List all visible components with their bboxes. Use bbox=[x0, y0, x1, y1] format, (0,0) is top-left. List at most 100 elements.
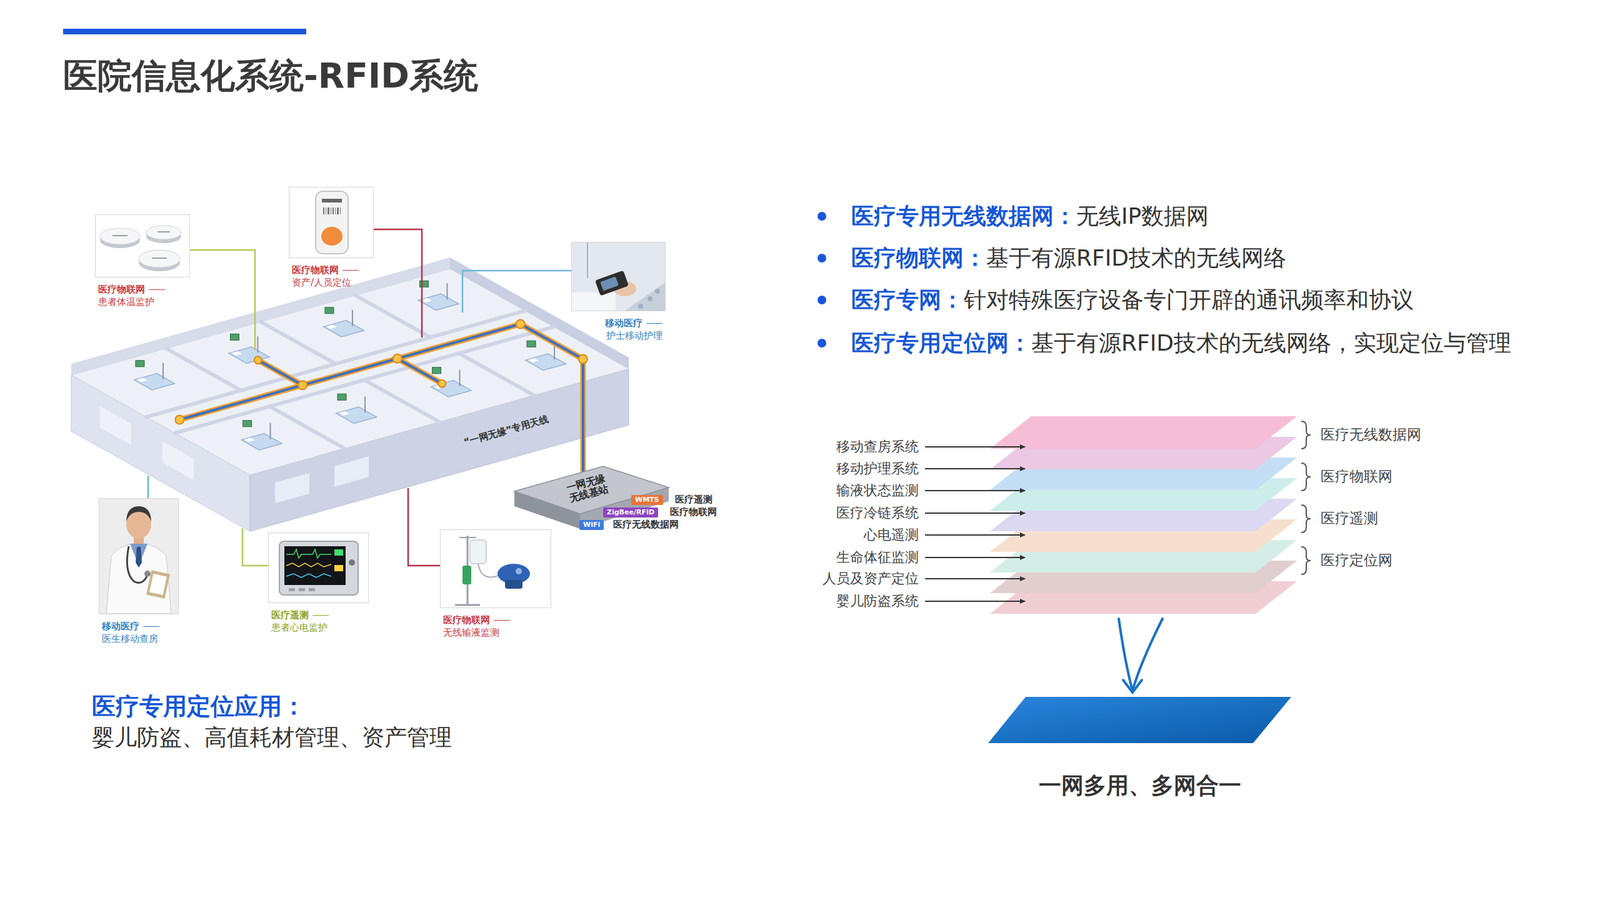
caption-line: 医生移动查房 bbox=[101, 632, 160, 645]
caption-line: 资产/人员定位 bbox=[291, 276, 359, 289]
caption-line: 移动医疗 bbox=[605, 316, 663, 330]
system-label: 医疗冷链系统 bbox=[836, 504, 919, 523]
band-label-holder: 医疗物联网 bbox=[668, 506, 719, 519]
section-heading: 医疗专用定位应用： bbox=[91, 691, 306, 722]
band-name: WMTS bbox=[635, 495, 660, 505]
system-label: 移动查房系统 bbox=[836, 438, 919, 457]
caption-line: 医疗物联网 bbox=[443, 613, 510, 627]
bullet-text-holder: 基于有源RFID技术的无线网络，实现定位与管理 bbox=[1031, 328, 1512, 359]
network-label-holder: 医疗定位网 bbox=[1320, 551, 1393, 570]
bullet-term-holder: 医疗物联网： bbox=[851, 243, 987, 274]
caption-heading: 医疗物联网 bbox=[443, 613, 490, 627]
bullet-text-holder: 基于有源RFID技术的无线网络 bbox=[986, 243, 1287, 274]
caption-line: 患者体温监护 bbox=[98, 295, 165, 309]
network-label-holder: 医疗无线数据网 bbox=[1320, 425, 1422, 445]
infusion-picture bbox=[455, 535, 530, 605]
thermometer-picture bbox=[100, 225, 182, 272]
network-layers bbox=[990, 416, 1297, 614]
network-label: 医疗定位网 bbox=[1320, 551, 1393, 570]
system-label: 心电遥测 bbox=[863, 526, 919, 545]
caption-body: 无线输液监测 bbox=[443, 626, 500, 639]
system-label-holder: 移动查房系统 bbox=[836, 438, 919, 457]
caption-dash bbox=[143, 626, 160, 627]
network-label-holder: 医疗物联网 bbox=[1320, 467, 1393, 487]
photo-frame: 移动医疗医生移动查房 bbox=[98, 498, 179, 615]
diagram-caption-holder: 一网多用、多网合一 bbox=[1038, 771, 1242, 801]
bullet-term: 医疗专用无线数据网： bbox=[851, 201, 1077, 232]
system-label: 生命体征监测 bbox=[836, 548, 919, 567]
system-label-holder: 移动护理系统 bbox=[836, 460, 919, 479]
bullet-term-holder: 医疗专网： bbox=[851, 285, 964, 315]
system-label: 人员及资产定位 bbox=[822, 570, 919, 589]
brackets bbox=[1301, 421, 1311, 575]
caption-line: 医疗物联网 bbox=[291, 263, 359, 277]
caption-dash bbox=[646, 323, 663, 324]
caption-dash bbox=[312, 615, 329, 616]
section-body: 婴儿防盗、高值耗材管理、资产管理 bbox=[91, 723, 452, 753]
caption-body: 护士移动护理 bbox=[606, 329, 663, 342]
bullet-text: 无线IP数据网 bbox=[1076, 201, 1209, 232]
antenna-label: “一网无缘”专用天线 bbox=[462, 413, 550, 449]
caption-heading: 医疗物联网 bbox=[98, 283, 145, 296]
bullet-term: 医疗物联网： bbox=[851, 243, 987, 274]
bullet-term-holder: 医疗专用无线数据网： bbox=[851, 201, 1077, 232]
layer-arrows bbox=[925, 446, 1025, 602]
antenna-label-holder: “一网无缘”专用天线 bbox=[462, 413, 550, 449]
bullet-text-holder: 无线IP数据网 bbox=[1076, 201, 1209, 232]
band-tag: WMTS bbox=[631, 495, 664, 505]
system-label: 输液状态监测 bbox=[836, 481, 919, 500]
caption-body: 资产/人员定位 bbox=[291, 276, 352, 289]
bullet-term: 医疗专网： bbox=[851, 285, 964, 315]
frame-caption: 移动医疗医生移动查房 bbox=[101, 620, 160, 646]
frame-caption: 移动医疗护士移动护理 bbox=[605, 316, 663, 343]
system-label-holder: 医疗冷链系统 bbox=[836, 504, 919, 523]
band-label-holder: 医疗遥测 bbox=[673, 493, 715, 507]
band-name: ZigBee/RFID bbox=[606, 508, 655, 517]
slide-title: 医院信息化系统-RFID系统 bbox=[63, 53, 479, 99]
caption-heading: 移动医疗 bbox=[605, 316, 643, 330]
caption-line: 护士移动护理 bbox=[605, 329, 663, 342]
system-label-holder: 心电遥测 bbox=[863, 526, 919, 545]
bullet-dots bbox=[817, 211, 827, 348]
network-label: 医疗物联网 bbox=[1320, 467, 1393, 487]
photo-frame: 移动医疗护士移动护理 bbox=[571, 241, 666, 312]
system-label-holder: 输液状态监测 bbox=[836, 481, 919, 500]
caption-body: 患者体温监护 bbox=[98, 295, 155, 309]
photo-frame: 医疗物联网无线输液监测 bbox=[440, 529, 552, 609]
band-label: 医疗无线数据网 bbox=[613, 518, 679, 532]
band-label: 医疗物联网 bbox=[670, 506, 717, 519]
caption-heading: 医疗物联网 bbox=[291, 263, 339, 277]
band-label: 医疗遥测 bbox=[675, 493, 713, 507]
caption-dash bbox=[148, 289, 165, 290]
band-tag: WiFi bbox=[579, 520, 604, 530]
caption-line: 医疗遥测 bbox=[271, 608, 329, 622]
photo-frame: 医疗物联网患者体温监护 bbox=[95, 214, 190, 278]
section-heading-holder: 医疗专用定位应用： bbox=[91, 691, 306, 722]
network-label-holder: 医疗遥测 bbox=[1320, 509, 1379, 529]
caption-body: 医生移动查房 bbox=[101, 632, 159, 645]
frame-caption: 医疗物联网无线输液监测 bbox=[443, 613, 510, 640]
nurse-pda-picture bbox=[571, 242, 665, 311]
caption-dash bbox=[493, 620, 510, 621]
system-label-holder: 生命体征监测 bbox=[836, 548, 919, 567]
band-tag: ZigBee/RFID bbox=[603, 507, 659, 518]
caption-heading: 移动医疗 bbox=[101, 620, 140, 633]
frame-caption: 医疗物联网患者体温监护 bbox=[98, 283, 165, 309]
photo-frame: 医疗物联网资产/人员定位 bbox=[288, 186, 374, 259]
caption-body: 患者心电监护 bbox=[271, 621, 328, 634]
network-label: 医疗无线数据网 bbox=[1320, 425, 1422, 445]
ecg-monitor-picture bbox=[279, 541, 359, 595]
network-label: 医疗遥测 bbox=[1320, 509, 1379, 529]
bullet-text-holder: 针对特殊医疗设备专门开辟的通讯频率和协议 bbox=[963, 285, 1414, 315]
band-label-holder: 医疗无线数据网 bbox=[611, 518, 681, 532]
bullet-text: 基于有源RFID技术的无线网络，实现定位与管理 bbox=[1031, 328, 1512, 359]
caption-heading: 医疗遥测 bbox=[271, 608, 309, 622]
caption-line: 无线输液监测 bbox=[443, 626, 510, 639]
header-bar bbox=[63, 28, 307, 35]
system-label-holder: 婴儿防盗系统 bbox=[836, 592, 919, 611]
diagram-caption: 一网多用、多网合一 bbox=[1038, 771, 1242, 801]
doctor-picture bbox=[99, 498, 179, 614]
